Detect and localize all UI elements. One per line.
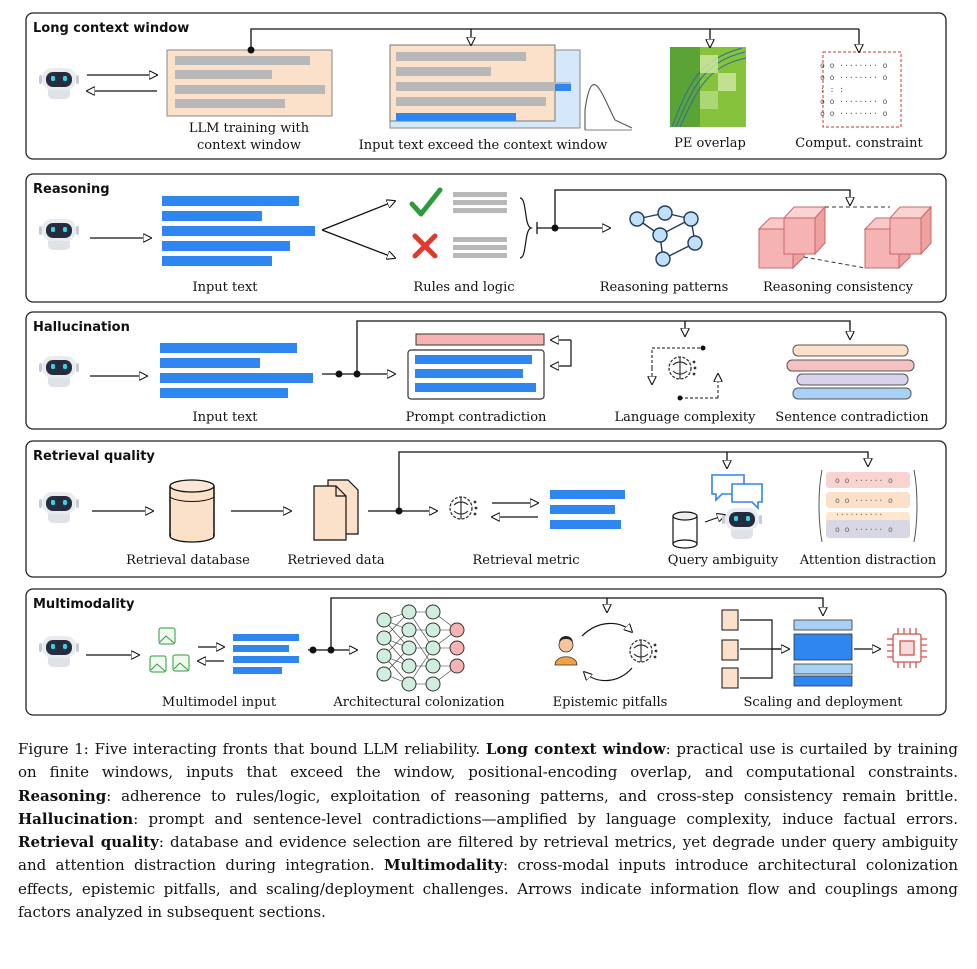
svg-text:o o ········ o: o o ········ o — [820, 97, 888, 106]
panel-long-context: Long context window LLM training with co… — [25, 12, 947, 160]
prompt-contradiction-box — [407, 333, 572, 400]
graph-icon — [629, 205, 703, 267]
constraint-matrix: o o ········ o o o ········ o : : : o o … — [820, 51, 902, 128]
label-consistency: Reasoning consistency — [763, 280, 914, 295]
caption-term-hallucination: Hallucination — [18, 809, 134, 828]
caption-term-multimodality: Multimodality — [383, 856, 503, 875]
label-training-2: context window — [197, 138, 301, 153]
label-colonization: Architectural colonization — [332, 695, 505, 710]
label-sentence: Sentence contradiction — [775, 410, 929, 425]
figure-caption: Figure 1: Five interacting fronts that b… — [18, 738, 958, 924]
caption-term-retrieval: Retrieval quality — [18, 833, 159, 852]
label-retrieved: Retrieved data — [287, 553, 385, 568]
label-scaling: Scaling and deployment — [744, 695, 904, 710]
caption-desc-retrieval: : database and evidence selection are fi… — [18, 833, 958, 875]
label-input-text: Input text — [192, 280, 258, 295]
panel-title: Multimodality — [33, 597, 135, 612]
exceed-window-doc — [389, 44, 633, 131]
label-input-text: Input text — [192, 410, 258, 425]
label-metric: Retrieval metric — [472, 553, 579, 568]
server-stack: o o ······ o o o ······ o ·········· o o… — [818, 469, 918, 543]
panel-title: Retrieval quality — [33, 449, 155, 464]
caption-desc-hallucination: : prompt and sentence-level contradictio… — [133, 809, 958, 828]
svg-text:o o ········ o: o o ········ o — [820, 109, 888, 118]
document-stack — [721, 609, 739, 689]
caption-term-long-context: Long context window — [485, 740, 666, 758]
rule-lines — [453, 192, 534, 259]
caption-lead: Figure 1: Five interacting fronts that b… — [18, 740, 481, 758]
label-ambiguity: Query ambiguity — [668, 553, 779, 568]
label-exceed: Input text exceed the context window — [359, 138, 608, 153]
panel-title: Long context window — [33, 21, 189, 36]
label-constraint: Comput. constraint — [795, 136, 923, 151]
panel-reasoning: Reasoning Input text Rules and — [25, 173, 947, 303]
svg-text:o o ······ o: o o ······ o — [835, 496, 893, 505]
label-epistemic: Epistemic pitfalls — [553, 695, 668, 710]
svg-text:o o ······ o: o o ······ o — [835, 525, 893, 534]
label-language: Language complexity — [614, 410, 756, 425]
sentence-stack — [786, 344, 915, 400]
chip-icon — [887, 628, 927, 668]
svg-text:: : :: : : : — [820, 85, 844, 94]
label-prompt: Prompt contradiction — [406, 410, 547, 425]
svg-text:··········: ·········· — [835, 510, 883, 519]
panel-title: Reasoning — [33, 182, 110, 197]
svg-text:o o ········ o: o o ········ o — [820, 61, 888, 70]
label-training-1: LLM training with — [189, 121, 310, 136]
server-icon — [793, 619, 853, 687]
pe-overlap-image — [670, 47, 747, 128]
svg-text:o o ······ o: o o ······ o — [835, 476, 893, 485]
database-icon — [672, 511, 698, 549]
cube-icon — [757, 205, 933, 270]
panel-retrieval: Retrieval quality Retrieval database Ret… — [25, 440, 947, 578]
text-lines — [233, 634, 299, 674]
panel-title: Hallucination — [33, 320, 130, 335]
person-icon — [554, 636, 578, 666]
cross-icon — [412, 233, 438, 259]
label-multimodel-input: Multimodel input — [162, 695, 277, 710]
panel-hallucination: Hallucination Input text Prompt contradi… — [25, 311, 947, 430]
caption-desc-reasoning: : adherence to rules/logic, exploitation… — [106, 786, 958, 805]
label-database: Retrieval database — [126, 553, 250, 568]
caption-term-reasoning: Reasoning — [18, 786, 107, 805]
label-rules: Rules and logic — [413, 280, 514, 295]
chat-bubble-icon — [711, 474, 763, 510]
training-window-doc — [166, 49, 333, 117]
panel-multimodality: Multimodality Multimodel input — [25, 588, 947, 716]
svg-text:o o ········ o: o o ········ o — [820, 73, 888, 82]
input-text-lines — [162, 196, 315, 266]
image-icon — [149, 627, 190, 673]
brain-icon — [652, 345, 718, 401]
database-icon — [169, 479, 215, 543]
label-pe-overlap: PE overlap — [674, 136, 746, 151]
caption-desc-long-context: : practical use is curtailed by training… — [18, 740, 958, 782]
input-text-lines — [160, 343, 313, 398]
label-patterns: Reasoning patterns — [600, 280, 729, 295]
caption-desc-multimodality: : cross-modal inputs introduce architect… — [18, 856, 959, 922]
check-icon — [409, 187, 443, 217]
neural-network-icon — [376, 604, 465, 692]
metric-lines — [550, 490, 625, 529]
document-icon — [313, 479, 359, 541]
reliability-figure: Long context window LLM training with co… — [25, 12, 947, 716]
label-distraction: Attention distraction — [799, 553, 937, 568]
